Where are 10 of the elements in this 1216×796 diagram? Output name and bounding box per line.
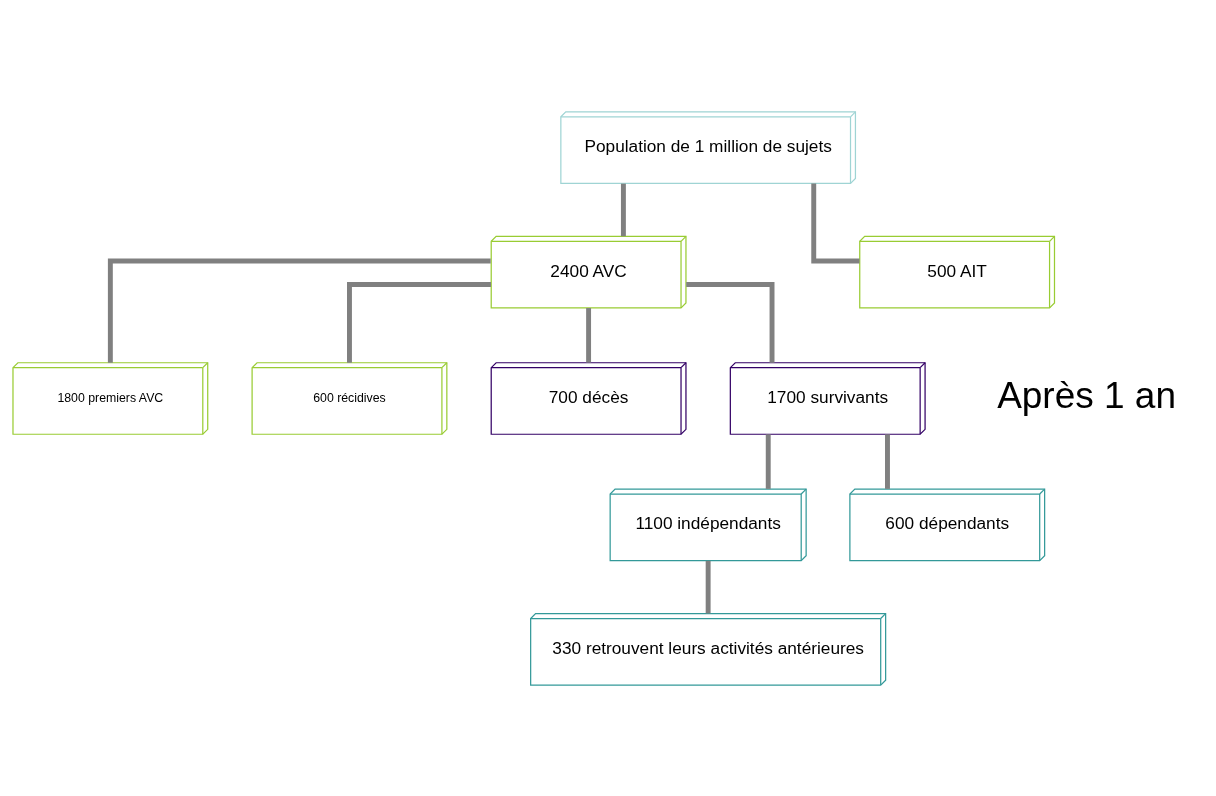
connector xyxy=(765,433,771,489)
connector xyxy=(686,281,775,363)
label: Après 1 an xyxy=(997,374,1176,416)
connector xyxy=(107,258,491,363)
connector xyxy=(885,433,890,489)
connector xyxy=(347,281,491,363)
connector xyxy=(811,183,860,264)
connector xyxy=(586,307,592,363)
connector xyxy=(620,183,626,236)
connector xyxy=(705,560,711,613)
